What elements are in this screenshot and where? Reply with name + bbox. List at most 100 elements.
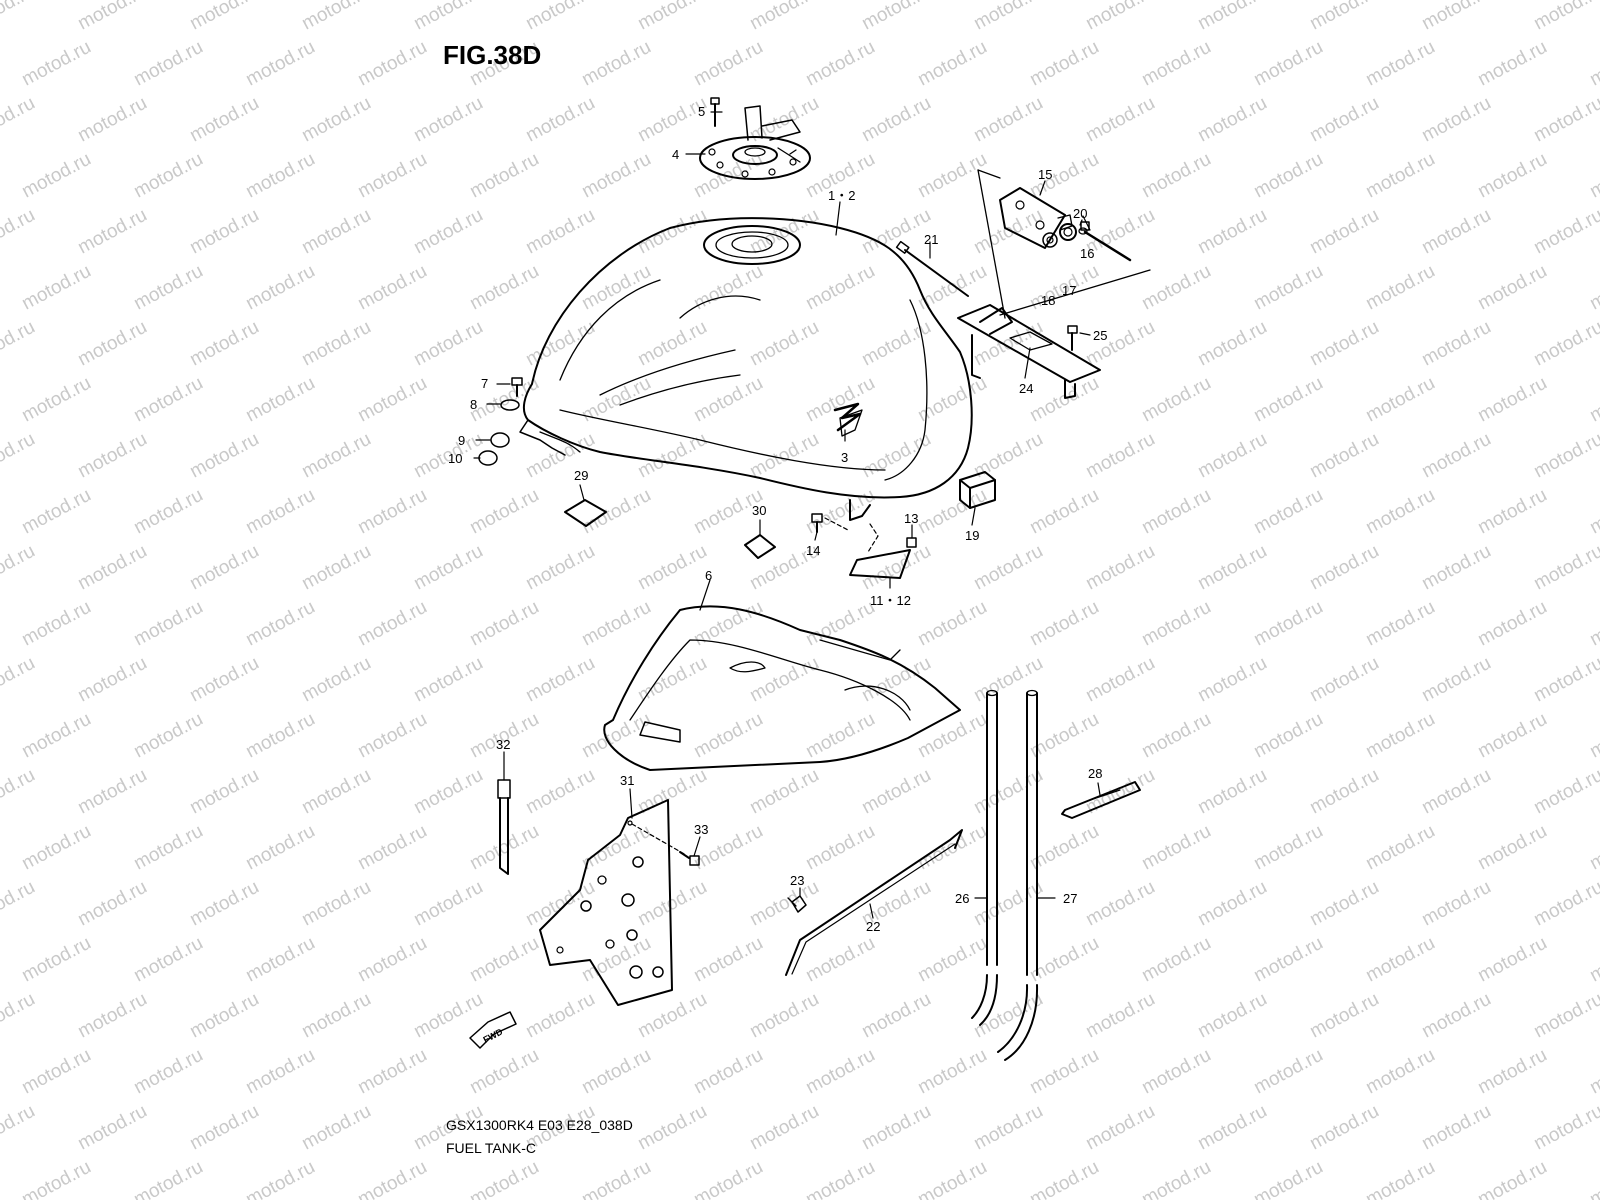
watermark-text: motod.ru bbox=[186, 317, 262, 371]
watermark-text: motod.ru bbox=[354, 933, 430, 987]
watermark-text: motod.ru bbox=[354, 1045, 430, 1099]
watermark-text: motod.ru bbox=[354, 149, 430, 203]
tie-strap bbox=[497, 779, 511, 875]
callout-29: 29 bbox=[574, 468, 588, 483]
cushion-9 bbox=[490, 432, 510, 448]
watermark-text: motod.ru bbox=[1474, 821, 1550, 875]
watermark-text: motod.ru bbox=[410, 765, 486, 819]
fwd-label: FWD bbox=[482, 1026, 505, 1045]
watermark-text: motod.ru bbox=[1082, 93, 1158, 147]
watermark-text: motod.ru bbox=[242, 373, 318, 427]
watermark-text: motod.ru bbox=[746, 1101, 822, 1155]
watermark-text: motod.ru bbox=[1474, 485, 1550, 539]
watermark-text: motod.ru bbox=[802, 821, 878, 875]
watermark-text: motod.ru bbox=[1474, 149, 1550, 203]
callout-22: 22 bbox=[866, 919, 880, 934]
watermark-text: motod.ru bbox=[914, 933, 990, 987]
watermark-text: motod.ru bbox=[354, 261, 430, 315]
watermark-text: motod.ru bbox=[354, 485, 430, 539]
watermark-text: motod.ru bbox=[1418, 541, 1494, 595]
watermark-text: motod.ru bbox=[858, 989, 934, 1043]
watermark-text: motod.ru bbox=[1530, 989, 1600, 1043]
watermark-text: motod.ru bbox=[1530, 765, 1600, 819]
bolt-14 bbox=[811, 513, 849, 533]
watermark-text: motod.ru bbox=[690, 37, 766, 91]
watermark-text: motod.ru bbox=[186, 0, 262, 34]
watermark-text: motod.ru bbox=[74, 429, 150, 483]
watermark-text: motod.ru bbox=[970, 765, 1046, 819]
watermark-text: motod.ru bbox=[746, 429, 822, 483]
nut-16 bbox=[1080, 221, 1090, 231]
hinge-pin bbox=[1078, 227, 1132, 262]
watermark-text: motod.ru bbox=[1194, 989, 1270, 1043]
watermark-text: motod.ru bbox=[354, 1157, 430, 1200]
callout-9: 9 bbox=[458, 433, 465, 448]
watermark-text: motod.ru bbox=[858, 1101, 934, 1155]
watermark-text: motod.ru bbox=[242, 149, 318, 203]
watermark-text: motod.ru bbox=[690, 709, 766, 763]
callout-3: 3 bbox=[841, 450, 848, 465]
watermark-text: motod.ru bbox=[298, 765, 374, 819]
watermark-text: motod.ru bbox=[1138, 597, 1214, 651]
watermark-text: motod.ru bbox=[1586, 149, 1600, 203]
watermark-text: motod.ru bbox=[1306, 653, 1382, 707]
watermark-text: motod.ru bbox=[1530, 317, 1600, 371]
callout-14: 14 bbox=[806, 543, 820, 558]
cushion-19 bbox=[959, 471, 996, 509]
watermark-text: motod.ru bbox=[522, 877, 598, 931]
watermark-text: motod.ru bbox=[578, 821, 654, 875]
watermark-text: motod.ru bbox=[18, 37, 94, 91]
watermark-text: motod.ru bbox=[18, 1157, 94, 1200]
watermark-text: motod.ru bbox=[914, 821, 990, 875]
watermark-text: motod.ru bbox=[0, 317, 39, 371]
watermark-text: motod.ru bbox=[802, 1157, 878, 1200]
watermark-text: motod.ru bbox=[802, 933, 878, 987]
watermark-text: motod.ru bbox=[18, 933, 94, 987]
watermark-text: motod.ru bbox=[522, 653, 598, 707]
watermark-text: motod.ru bbox=[1194, 1101, 1270, 1155]
watermark-text: motod.ru bbox=[18, 1045, 94, 1099]
callout-19: 19 bbox=[965, 528, 979, 543]
watermark-text: motod.ru bbox=[1474, 373, 1550, 427]
watermark-text: motod.ru bbox=[578, 149, 654, 203]
watermark-text: motod.ru bbox=[1138, 37, 1214, 91]
callout-labels: 1・2 3 4 5 6 7 8 9 10 11・12 13 14 15 16 1… bbox=[448, 104, 1107, 1045]
tank-tray bbox=[603, 605, 961, 771]
watermark-text: motod.ru bbox=[1138, 709, 1214, 763]
watermark-text: motod.ru bbox=[130, 1157, 206, 1200]
callout-6: 6 bbox=[705, 568, 712, 583]
watermark-text: motod.ru bbox=[410, 653, 486, 707]
watermark-text: motod.ru bbox=[1362, 709, 1438, 763]
watermark-text: motod.ru bbox=[466, 373, 542, 427]
watermark-text: motod.ru bbox=[1530, 1101, 1600, 1155]
watermark-text: motod.ru bbox=[1306, 0, 1382, 34]
watermark-text: motod.ru bbox=[522, 93, 598, 147]
watermark-text: motod.ru bbox=[970, 0, 1046, 34]
watermark-text: motod.ru bbox=[186, 93, 262, 147]
watermark-text: motod.ru bbox=[634, 1101, 710, 1155]
watermark-text: motod.ru bbox=[970, 541, 1046, 595]
watermark-text: motod.ru bbox=[1586, 709, 1600, 763]
watermark-text: motod.ru bbox=[1586, 821, 1600, 875]
watermark-text: motod.ru bbox=[242, 1157, 318, 1200]
watermark-text: motod.ru bbox=[130, 261, 206, 315]
watermark-text: motod.ru bbox=[970, 989, 1046, 1043]
watermark-text: motod.ru bbox=[1306, 989, 1382, 1043]
watermark-text: motod.ru bbox=[410, 93, 486, 147]
watermark-text: motod.ru bbox=[1138, 933, 1214, 987]
watermark-text: motod.ru bbox=[746, 93, 822, 147]
bushing-17 bbox=[1059, 223, 1077, 241]
watermark-text: motod.ru bbox=[858, 93, 934, 147]
watermark-text: motod.ru bbox=[354, 373, 430, 427]
watermark-text: motod.ru bbox=[18, 373, 94, 427]
watermark-text: motod.ru bbox=[18, 149, 94, 203]
watermark-text: motod.ru bbox=[18, 597, 94, 651]
hose-27 bbox=[997, 689, 1039, 1061]
watermark-text: motod.ru bbox=[1250, 485, 1326, 539]
watermark-text: motod.ru bbox=[1082, 989, 1158, 1043]
watermark-text: motod.ru bbox=[690, 1045, 766, 1099]
watermark-text: motod.ru bbox=[802, 597, 878, 651]
watermark-text: motod.ru bbox=[18, 709, 94, 763]
washer-8 bbox=[500, 399, 520, 411]
watermark-text: motod.ru bbox=[1362, 149, 1438, 203]
